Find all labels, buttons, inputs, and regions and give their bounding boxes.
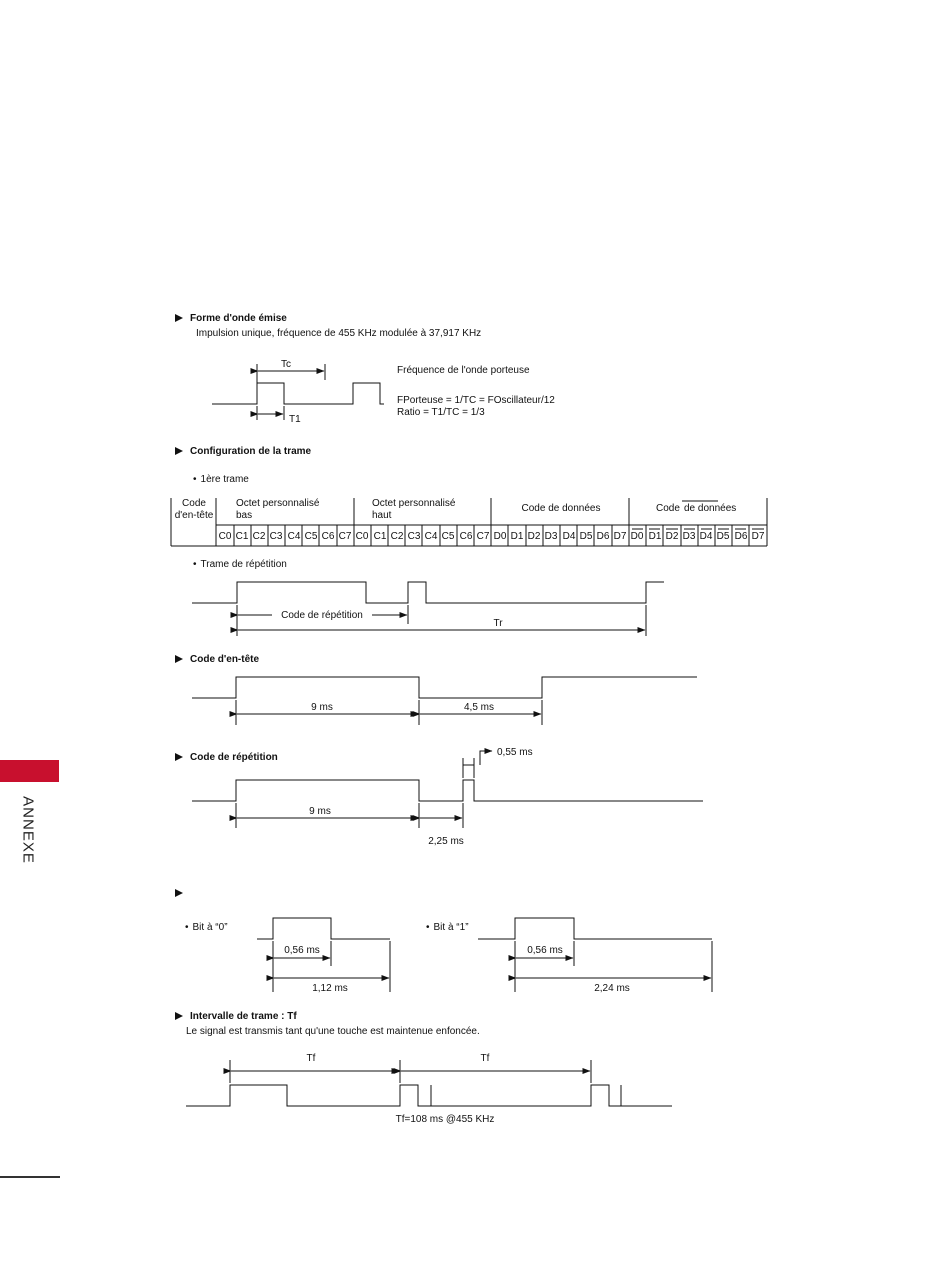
bit0-waveform: [257, 917, 390, 940]
frame-cell: C1: [236, 531, 249, 542]
frame-cell: C6: [322, 531, 335, 542]
group-header-code-b: d'en-tête: [175, 510, 214, 521]
frame-cell: D5: [717, 531, 730, 542]
group-custom-low-a: Octet personnalisé: [236, 498, 320, 509]
frame-cell: C2: [253, 531, 266, 542]
carrier-frequency-label: Fréquence de l'onde porteuse: [397, 365, 530, 376]
carrier-waveform: [212, 382, 384, 405]
triangle-bullet-icon: [175, 889, 183, 897]
group-header-code-a: Code: [182, 498, 206, 509]
group-inv-data-code-b: de données: [684, 503, 736, 514]
side-tab: [0, 760, 59, 782]
section-heading-repeat-code: Code de répétition: [175, 752, 278, 763]
frame-interval-waveform: [186, 1084, 672, 1107]
frame-cell: D0: [494, 531, 507, 542]
frame-cell: C7: [339, 531, 352, 542]
section-heading-frame-config: Configuration de la trame: [175, 446, 311, 457]
triangle-bullet-icon: [175, 447, 183, 455]
group-inv-data-code-a: Code: [656, 503, 680, 514]
section-heading-waveform: Forme d'onde émise: [175, 313, 287, 324]
frame-cell: C6: [460, 531, 473, 542]
frame-cell: D2: [528, 531, 541, 542]
frame-cell: C4: [425, 531, 438, 542]
section-heading-frame-interval: Intervalle de trame : Tf: [175, 1011, 297, 1022]
triangle-bullet-icon: [175, 1012, 183, 1020]
frame-cell: C4: [288, 531, 301, 542]
frame-interval-description: Le signal est transmis tant qu'une touch…: [186, 1026, 480, 1037]
bit0-label: Bit à “0”: [185, 922, 228, 933]
frame-cell: D1: [511, 531, 524, 542]
rep-code-label-bg: [272, 608, 372, 621]
section-heading-bits: [175, 888, 190, 899]
carrier-formula: FPorteuse = 1/TC = FOscillateur/12: [397, 395, 555, 406]
ratio-formula: Ratio = T1/TC = 1/3: [397, 407, 485, 418]
bit1-056-label: 0,56 ms: [527, 945, 563, 956]
group-data-code: Code de données: [522, 503, 601, 514]
tf1-label: Tf: [307, 1053, 316, 1064]
frame-cell: C7: [477, 531, 490, 542]
frame-cell: C2: [391, 531, 404, 542]
bullet-repeat-frame: Trame de répétition: [193, 559, 287, 570]
bit1-waveform: [478, 917, 712, 940]
tr-label: Tr: [493, 618, 503, 629]
frame-table: [170, 498, 768, 547]
header-9ms-label: 9 ms: [311, 702, 333, 713]
frame-cell: D6: [735, 531, 748, 542]
waveform-description: Impulsion unique, fréquence de 455 KHz m…: [196, 328, 482, 339]
triangle-bullet-icon: [175, 753, 183, 761]
frame-cell: C5: [305, 531, 318, 542]
frame-cell: D7: [614, 531, 627, 542]
frame-cell: C3: [270, 531, 283, 542]
group-custom-high-b: haut: [372, 510, 392, 521]
tf2-label: Tf: [481, 1053, 490, 1064]
t1-label: T1: [289, 414, 301, 425]
group-custom-high-a: Octet personnalisé: [372, 498, 456, 509]
frame-cell: D6: [597, 531, 610, 542]
frame-cell: D3: [545, 531, 558, 542]
frame-cell: C0: [356, 531, 369, 542]
repeat-code-waveform: [192, 779, 703, 802]
frame-cell: D7: [752, 531, 765, 542]
055ms-pointer: [479, 748, 493, 765]
repeat-055ms-label: 0,55 ms: [497, 747, 533, 758]
header-code-waveform: [192, 676, 697, 699]
frame-cell: D0: [631, 531, 644, 542]
bit1-224-label: 2,24 ms: [594, 983, 630, 994]
frame-cell: D1: [649, 531, 662, 542]
header-45ms-label: 4,5 ms: [464, 702, 494, 713]
footer-rule: [0, 1176, 60, 1178]
frame-cell: D5: [580, 531, 593, 542]
triangle-bullet-icon: [175, 655, 183, 663]
frame-cell: D3: [683, 531, 696, 542]
frame-cell: C3: [408, 531, 421, 542]
bit0-112-label: 1,12 ms: [312, 983, 348, 994]
frame-cells: C0 C1 C2 C3 C4 C5 C6 C7 C0 C1 C2 C3 C4 C…: [219, 531, 765, 542]
frame-cell: D4: [700, 531, 713, 542]
repeat-225ms-label: 2,25 ms: [428, 836, 464, 847]
tc-label: Tc: [281, 359, 291, 370]
frame-cell: C0: [219, 531, 232, 542]
repeat-9ms-label: 9 ms: [309, 806, 331, 817]
bullet-first-frame: 1ère trame: [193, 474, 249, 485]
frame-cell: C1: [374, 531, 387, 542]
group-custom-low-b: bas: [236, 510, 252, 521]
tf-note: Tf=108 ms @455 KHz: [396, 1114, 495, 1125]
frame-cell: D2: [666, 531, 679, 542]
bit0-056-label: 0,56 ms: [284, 945, 320, 956]
rep-code-label: Code de répétition: [281, 610, 363, 621]
frame-cell: D4: [563, 531, 576, 542]
frame-cell: C5: [442, 531, 455, 542]
triangle-bullet-icon: [175, 314, 183, 322]
section-heading-header-code: Code d'en-tête: [175, 654, 259, 665]
repetition-frame-waveform: [192, 581, 664, 604]
bit1-label: Bit à “1”: [426, 922, 469, 933]
